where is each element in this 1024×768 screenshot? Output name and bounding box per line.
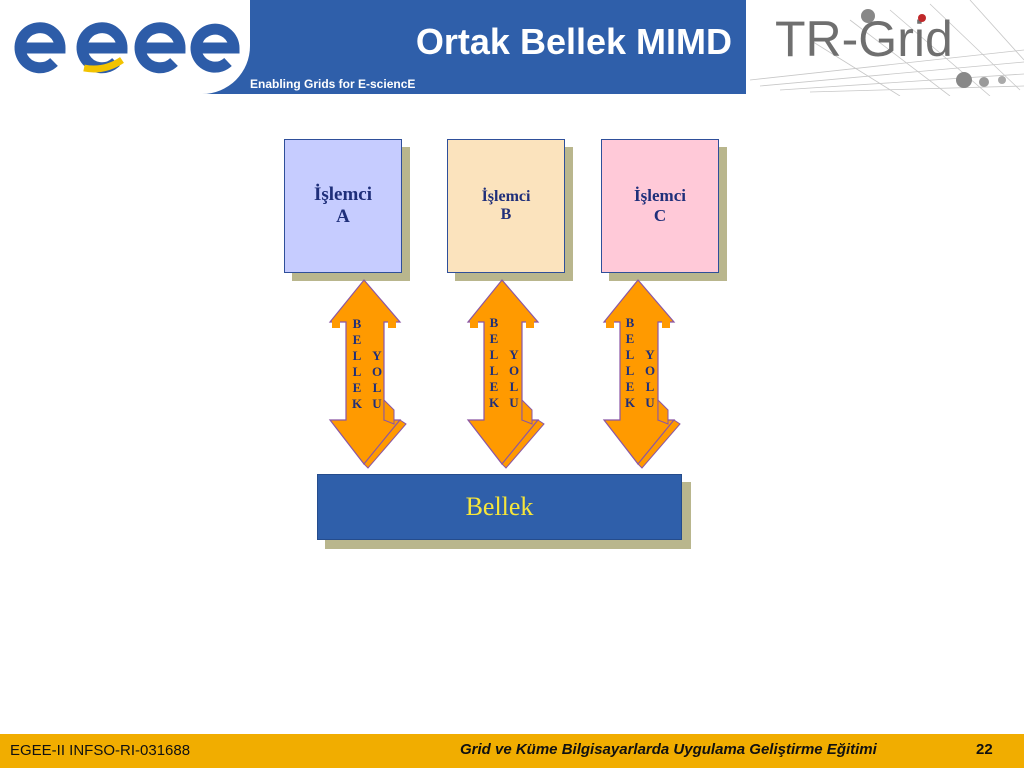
slide-header: Ortak Bellek MIMD Enabling Grids for E-s… xyxy=(0,0,1024,96)
egee-logo xyxy=(14,22,240,74)
processor-b-label: İşlemci B xyxy=(481,188,531,223)
slide-footer: EGEE-II INFSO-RI-031688 Grid ve Küme Bil… xyxy=(0,734,1024,768)
memory-bus-arrow-c xyxy=(602,279,681,469)
processor-c-label: İşlemci C xyxy=(634,186,686,225)
processor-a: İşlemci A xyxy=(284,139,402,273)
trgrid-logo: TR-Grid xyxy=(750,0,1024,96)
shared-memory-block: Bellek xyxy=(317,474,682,540)
memory-bus-arrow-b xyxy=(466,279,545,469)
processor-a-label: İşlemci A xyxy=(313,184,373,227)
page-number: 22 xyxy=(976,741,993,758)
processor-b: İşlemci B xyxy=(447,139,565,273)
footer-course-title: Grid ve Küme Bilgisayarlarda Uygulama Ge… xyxy=(460,741,877,758)
processor-c: İşlemci C xyxy=(601,139,719,273)
header-tagline: Enabling Grids for E-sciencE xyxy=(250,77,416,91)
memory-bus-arrow-a xyxy=(328,279,407,469)
slide-title: Ortak Bellek MIMD xyxy=(415,21,732,62)
footer-project-id: EGEE-II INFSO-RI-031688 xyxy=(10,742,191,759)
